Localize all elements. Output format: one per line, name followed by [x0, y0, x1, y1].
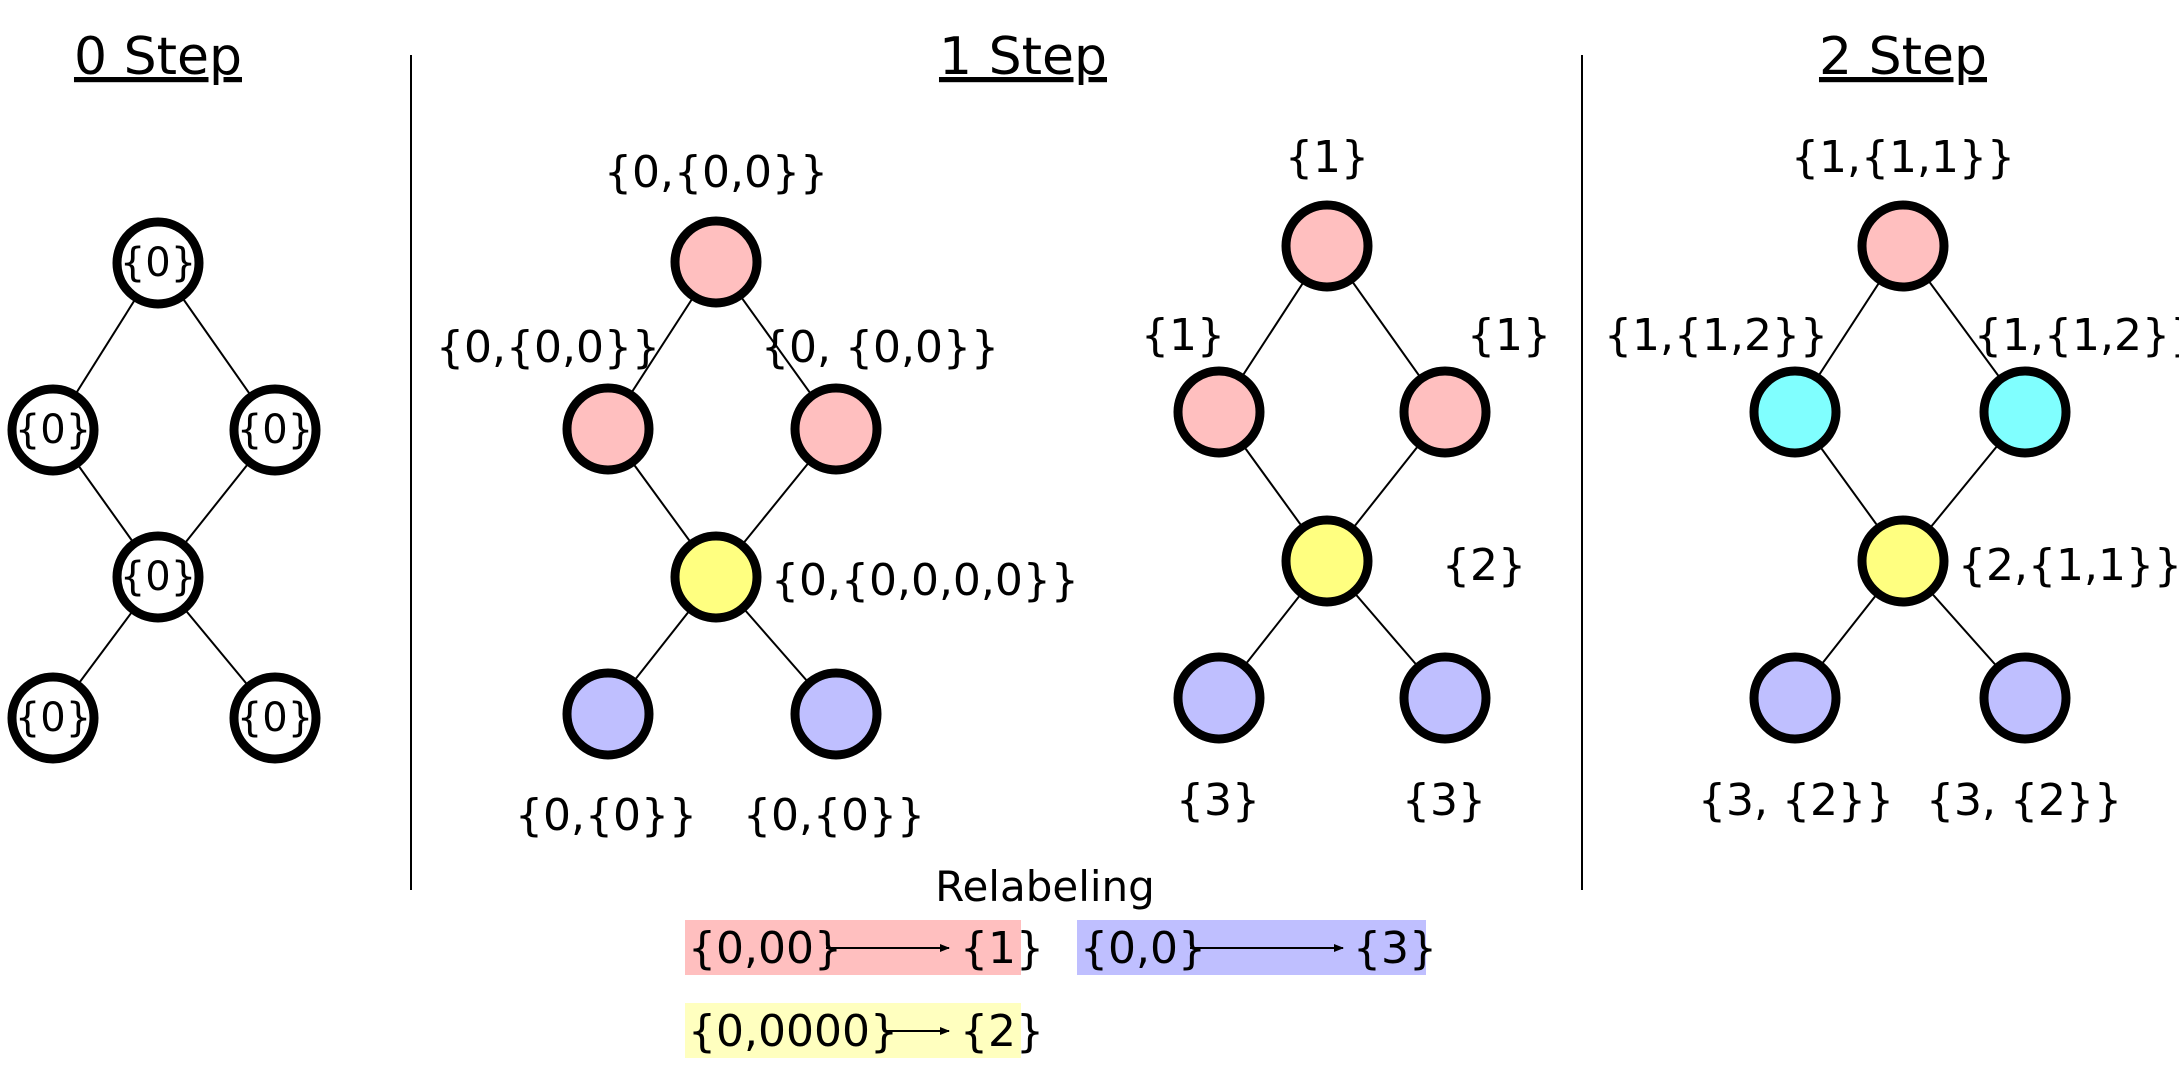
graph-node-mid-right: [1399, 366, 1491, 458]
svg-text:{0}: {0}: [15, 407, 91, 453]
panel-title: 2 Step: [1819, 27, 1987, 87]
graph-node-bottom-right: [1979, 652, 2071, 744]
node-label-mid-right: {1,{1,2}}: [1974, 310, 2179, 361]
graph-node-center: {0}: [112, 531, 204, 623]
node-label-mid-left: {0,{0,0}}: [436, 322, 660, 373]
svg-text:{0}: {0}: [120, 554, 196, 600]
graph-node-bottom-left: {0}: [7, 672, 99, 764]
panel-title: 0 Step: [74, 27, 242, 87]
graph-node-bottom-right: [1399, 652, 1491, 744]
relabel-from: {0,0000}: [688, 1006, 898, 1057]
node-label-mid-right: {1}: [1467, 310, 1551, 361]
relabel-from: {0,00}: [688, 923, 842, 974]
panel-1-step: 1 Step {0,{0,0}} {0,{0,0}} {0, {0,0}} {0…: [436, 27, 1551, 1058]
relabel-to: {3}: [1353, 923, 1437, 974]
graph-node-center: [1857, 515, 1949, 607]
node-label-mid-left: {1}: [1141, 310, 1225, 361]
node-label-bottom-left: {0,{0}}: [515, 790, 697, 841]
panel-2-step: 2 Step {1,{1,1}} {1,{1,2}} {1,{1,2}} {2,…: [1604, 27, 2179, 826]
graph-edges: [1218, 245, 1446, 699]
relabeling-title: Relabeling: [935, 862, 1155, 911]
graph-left: {0,{0,0}} {0,{0,0}} {0, {0,0}} {0,{0,0,0…: [436, 147, 1079, 841]
graph-node-bottom-left: [1749, 652, 1841, 744]
node-label-mid-left: {1,{1,2}}: [1604, 310, 1828, 361]
graph-node-top: [1857, 200, 1949, 292]
graph-node-mid-left: {0}: [7, 384, 99, 476]
node-label-top: {0,{0,0}}: [604, 147, 828, 198]
svg-text:{0}: {0}: [15, 695, 91, 741]
svg-text:{0}: {0}: [237, 407, 313, 453]
panel-0-step: 0 Step {0} {0} {0} {0} {0}: [7, 27, 321, 764]
node-label-bottom-left: {3, {2}}: [1698, 775, 1894, 826]
graph-node-center: [1281, 515, 1373, 607]
node-label-top: {1}: [1285, 132, 1369, 183]
graph-node-top: [1281, 200, 1373, 292]
graph-node-top: [670, 216, 762, 308]
node-label-bottom-right: {3, {2}}: [1926, 775, 2122, 826]
graph-node-bottom-right: {0}: [229, 672, 321, 764]
graph-node-mid-right: {0}: [229, 384, 321, 476]
node-label-mid-right: {0, {0,0}}: [761, 322, 999, 373]
graph-node-bottom-left: [562, 668, 654, 760]
graph-node-top: {0}: [112, 217, 204, 309]
node-label-bottom-right: {0,{0}}: [743, 790, 925, 841]
relabel-rule-lavender: {0,0} {3}: [1077, 920, 1437, 975]
node-label-center: {2}: [1442, 540, 1526, 591]
graph-node-mid-right: [1979, 366, 2071, 458]
node-label-top: {1,{1,1}}: [1791, 132, 2015, 183]
relabel-rule-pink: {0,00} {1}: [685, 920, 1044, 975]
node-label-bottom-left: {3}: [1176, 775, 1260, 826]
graph-node-mid-left: [1749, 366, 1841, 458]
svg-text:{0}: {0}: [120, 240, 196, 286]
node-label-center: {0,{0,0,0,0}}: [771, 555, 1079, 606]
graph-node-center: [670, 531, 762, 623]
node-label-center: {2,{1,1}}: [1958, 540, 2179, 591]
graph-node-bottom-left: [1173, 652, 1265, 744]
panel-title: 1 Step: [939, 27, 1107, 87]
relabel-to: {2}: [960, 1006, 1044, 1057]
graph-edges: [52, 262, 276, 719]
node-label-bottom-right: {3}: [1402, 775, 1486, 826]
relabeling-legend: Relabeling {0,00} {1} {0,0} {3} {0,0000}…: [685, 862, 1437, 1058]
graph-right: {1} {1} {1} {2} {3} {3}: [1141, 132, 1551, 826]
graph-node-mid-right: [790, 383, 882, 475]
relabel-from: {0,0}: [1080, 923, 1206, 974]
graph-node-bottom-right: [790, 668, 882, 760]
svg-text:{0}: {0}: [237, 695, 313, 741]
relabel-to: {1}: [960, 923, 1044, 974]
graph-node-mid-left: [1173, 366, 1265, 458]
graph-node-mid-left: [562, 383, 654, 475]
relabel-rule-yellow: {0,0000} {2}: [685, 1003, 1044, 1058]
